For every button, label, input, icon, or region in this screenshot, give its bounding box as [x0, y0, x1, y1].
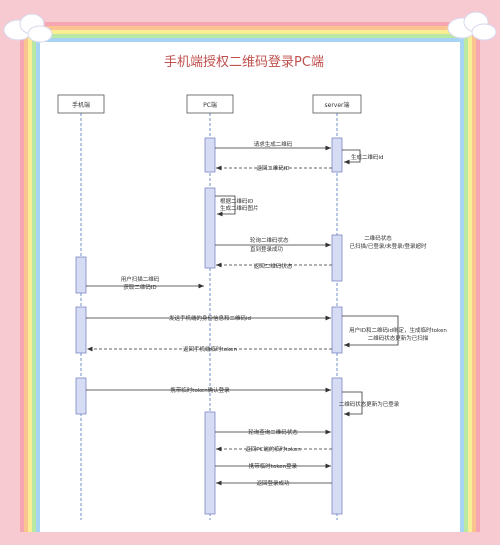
actor-mobile-label: 手机端	[72, 101, 90, 109]
message-label: 二维码状态更新为已扫描	[368, 334, 429, 342]
rainbow-border	[20, 22, 480, 532]
message-label: 直到登录成功	[250, 245, 284, 253]
activation-bar	[331, 306, 343, 354]
actor-pc-label: PC端	[203, 101, 217, 109]
message-label: 用户扫描二维码	[121, 275, 160, 283]
message-label: 用户ID和二维码id绑定，生成临时token	[349, 326, 447, 334]
message-label: 返回PC端的临时token	[245, 445, 301, 453]
message-label: 携带临时token登录	[249, 462, 298, 470]
self-message-arrow	[342, 315, 399, 348]
messages: 请求生成二维码 生成二维码id 返回二维码ID 根据二维码ID 生成二维码图片 …	[86, 140, 447, 487]
message-label: 生成二维码id	[351, 153, 384, 161]
message-label: 携带临时token确认登录	[170, 386, 230, 394]
message-label: 返回二维码ID	[256, 164, 289, 172]
message-label: 请求生成二维码	[254, 140, 293, 148]
activation-bar	[204, 187, 216, 269]
self-message-arrow	[215, 195, 236, 217]
activation-bar	[75, 256, 87, 294]
message-label: 轮询二维码状态	[250, 236, 289, 244]
message-label: 轮询查询二维码状态	[248, 428, 298, 436]
message-label: 返回二维码状态	[254, 262, 293, 270]
message-label: 发送手机端的身份信息和二维码id	[169, 314, 251, 322]
actor-server-label: server端	[325, 101, 350, 109]
lifelines	[80, 113, 338, 520]
actor-mobile: 手机端	[57, 94, 105, 114]
activation-bar	[75, 306, 87, 354]
cloud-icon	[3, 13, 53, 43]
cloud-icon	[447, 11, 497, 41]
self-message-arrow	[342, 391, 363, 417]
diagram-title: 手机端授权二维码登录PC端	[164, 54, 324, 70]
message-label: 二维码状态更新为已登录	[339, 400, 400, 408]
activation-bar	[204, 411, 216, 515]
diagram-panel	[40, 42, 460, 532]
actor-pc: PC端	[186, 94, 234, 114]
activation-bar	[204, 137, 216, 173]
activation-bars	[75, 137, 343, 515]
message-label: 根据二维码ID	[220, 197, 253, 205]
actor-server: server端	[312, 94, 362, 114]
message-label: 生成二维码图片	[220, 204, 259, 212]
note-label: 已扫描/已登录/未登录/登录超时	[349, 242, 427, 250]
message-label: 获取二维码ID	[123, 283, 156, 291]
message-label: 返回登录成功	[256, 479, 290, 487]
note-label: 二维码状态	[364, 234, 392, 242]
activation-bar	[331, 377, 343, 515]
activation-bar	[75, 377, 87, 415]
self-message-arrow	[342, 149, 361, 165]
activation-bar	[331, 137, 343, 173]
activation-bar	[331, 234, 343, 282]
message-label: 返回手机端临时token	[183, 345, 237, 353]
